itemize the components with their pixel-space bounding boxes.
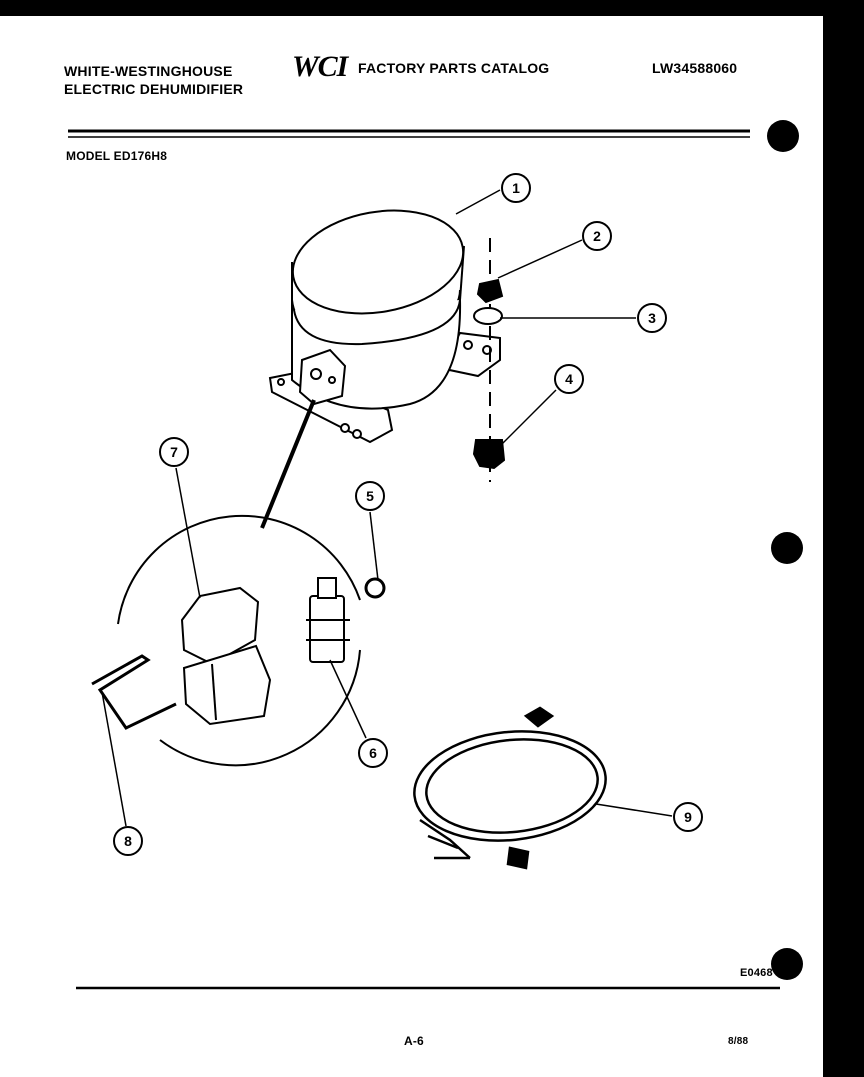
callout-1: 1 bbox=[501, 173, 531, 203]
wci-logo: WCI bbox=[292, 50, 348, 83]
relay-cover-drawing bbox=[180, 586, 272, 726]
diagram-code: E0468 bbox=[740, 967, 773, 979]
callout-4-label: 4 bbox=[565, 371, 573, 387]
retainer-clip-drawing bbox=[91, 654, 177, 730]
callout-5-label: 5 bbox=[366, 488, 374, 504]
callout-8: 8 bbox=[113, 826, 143, 856]
detail-circle bbox=[117, 514, 361, 767]
callout-leaders bbox=[101, 189, 673, 827]
callout-6-label: 6 bbox=[369, 745, 377, 761]
date-code: 8/88 bbox=[728, 1036, 749, 1047]
overload-protector-drawing bbox=[306, 577, 350, 663]
catalog-number: LW34588060 bbox=[652, 60, 738, 76]
callout-1-label: 1 bbox=[512, 180, 520, 196]
product-type: ELECTRIC DEHUMIDIFIER bbox=[64, 81, 244, 97]
mounting-hardware bbox=[472, 238, 506, 482]
callout-9-label: 9 bbox=[684, 809, 692, 825]
binder-hole-top bbox=[767, 120, 799, 152]
callout-3-label: 3 bbox=[648, 310, 656, 326]
callout-4: 4 bbox=[554, 364, 584, 394]
binder-hole-middle bbox=[771, 532, 803, 564]
callout-3: 3 bbox=[637, 303, 667, 333]
page-number: A-6 bbox=[404, 1034, 424, 1048]
terminal-nut-drawing bbox=[364, 577, 386, 599]
brand-name: WHITE-WESTINGHOUSE bbox=[64, 63, 233, 79]
catalog-page: WHITE-WESTINGHOUSE ELECTRIC DEHUMIDIFIER… bbox=[0, 16, 823, 1077]
callout-8-label: 8 bbox=[124, 833, 132, 849]
binder-hole-bottom bbox=[771, 948, 803, 980]
callout-2-label: 2 bbox=[593, 228, 601, 244]
callout-2: 2 bbox=[582, 221, 612, 251]
callout-7: 7 bbox=[159, 437, 189, 467]
callout-7-label: 7 bbox=[170, 444, 178, 460]
callout-5: 5 bbox=[355, 481, 385, 511]
compressor-drawing bbox=[268, 209, 501, 444]
callout-6: 6 bbox=[358, 738, 388, 768]
power-cord-drawing bbox=[413, 706, 607, 870]
model-label: MODEL ED176H8 bbox=[66, 149, 168, 163]
detail-leader bbox=[260, 399, 316, 529]
callout-9: 9 bbox=[673, 802, 703, 832]
header-rule bbox=[68, 129, 750, 138]
catalog-title: FACTORY PARTS CATALOG bbox=[358, 60, 550, 76]
